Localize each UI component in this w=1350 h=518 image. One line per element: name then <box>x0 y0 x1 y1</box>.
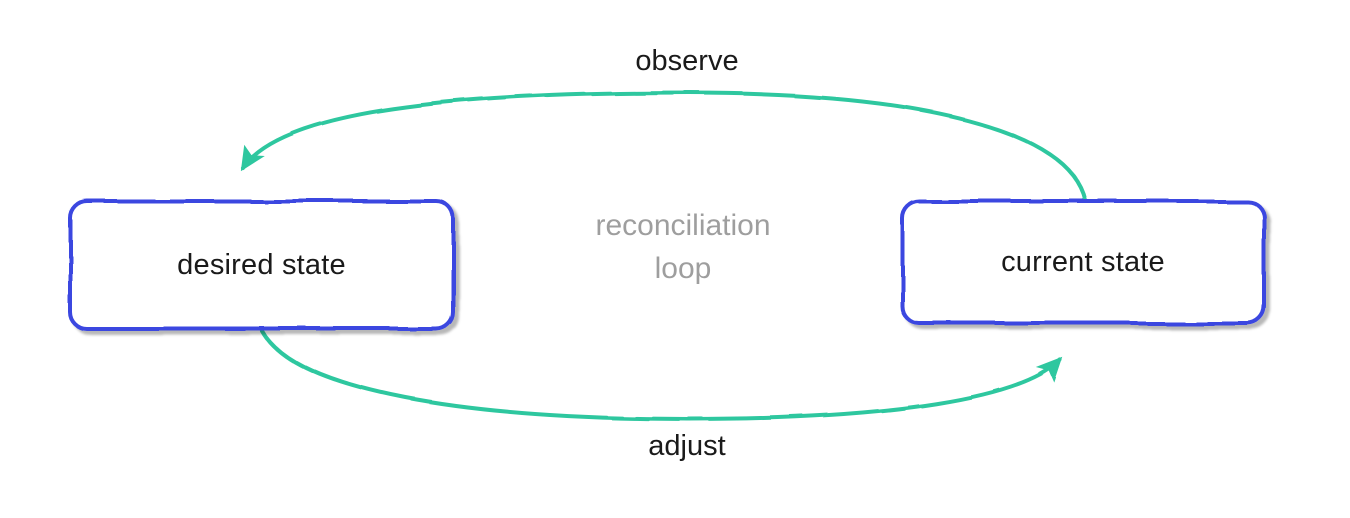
node-label-desired-state: desired state <box>177 248 346 281</box>
edge-adjust-arrow <box>260 329 1063 422</box>
edge-observe-arrow <box>240 90 1088 203</box>
node-current-state-box <box>900 199 1266 325</box>
edge-label-observe: observe <box>635 45 739 77</box>
node-desired-state-box <box>68 199 455 331</box>
node-label-current-state: current state <box>1001 245 1165 278</box>
center-label-reconciliation-loop: reconciliation loop <box>595 209 771 285</box>
edge-label-adjust: adjust <box>648 430 726 462</box>
